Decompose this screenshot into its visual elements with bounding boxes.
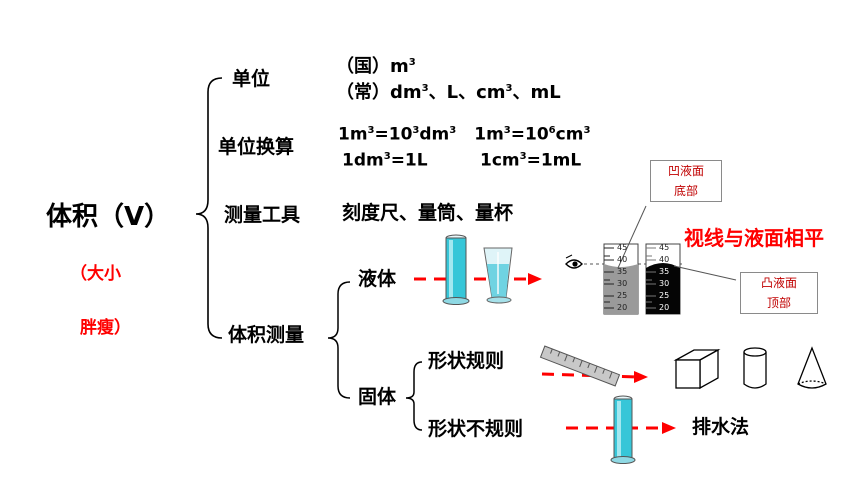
root-note-line1: （大小 bbox=[70, 264, 121, 284]
units-common-part: 、mL bbox=[512, 82, 561, 103]
solid-label: 固体 bbox=[358, 386, 397, 408]
convex-scale-icon bbox=[645, 243, 681, 315]
scale-number: 40 bbox=[659, 255, 670, 264]
units-intl-text: （国）m bbox=[336, 56, 409, 77]
units-common-sup: 3 bbox=[505, 83, 513, 94]
method-label: 排水法 bbox=[692, 416, 750, 438]
scale-number: 20 bbox=[659, 303, 670, 312]
liquid-arrow bbox=[414, 273, 542, 285]
conv-part: 1m bbox=[474, 124, 504, 145]
graduated-cylinder-icon bbox=[442, 234, 470, 305]
conv-sup: 3 bbox=[503, 125, 511, 136]
conversion-row2b: 1cm3=1mL bbox=[480, 152, 581, 170]
concave-pointer bbox=[617, 205, 647, 269]
solid-brace bbox=[405, 361, 423, 431]
conv-part: =10 bbox=[510, 124, 549, 145]
concave-callout: 凹液面 底部 bbox=[650, 160, 722, 202]
convex-pointer bbox=[673, 265, 737, 281]
convex-callout: 凸液面 顶部 bbox=[740, 272, 818, 314]
conv-sup: 3 bbox=[449, 125, 457, 136]
units-common-sup: 3 bbox=[421, 83, 429, 94]
tools-value: 刻度尺、量筒、量杯 bbox=[342, 202, 514, 224]
measuring-cup-icon bbox=[483, 247, 513, 304]
scale-number: 45 bbox=[617, 243, 628, 252]
scale-number: 30 bbox=[659, 279, 670, 288]
conv-sup: 3 bbox=[367, 125, 375, 136]
conv-part: 1m bbox=[338, 124, 368, 145]
scale-number: 25 bbox=[617, 291, 628, 300]
scale-number: 40 bbox=[617, 255, 628, 264]
scale-number: 35 bbox=[659, 267, 670, 276]
units-common-part: 、L、cm bbox=[428, 82, 506, 103]
regular-label: 形状规则 bbox=[428, 350, 505, 372]
concave-scale-icon bbox=[603, 243, 639, 315]
cone-icon bbox=[797, 346, 827, 389]
measure-label: 体积测量 bbox=[228, 324, 305, 346]
scale-number: 30 bbox=[617, 279, 628, 288]
conv-part: cm bbox=[555, 124, 584, 145]
conv-sup: 3 bbox=[583, 125, 591, 136]
tools-label: 测量工具 bbox=[224, 204, 301, 226]
conv-sup: 3 bbox=[412, 125, 420, 136]
units-label: 单位 bbox=[232, 68, 271, 90]
scale-number: 25 bbox=[659, 291, 670, 300]
units-common-part: （常）dm bbox=[336, 82, 422, 103]
units-intl: （国）m3 bbox=[336, 58, 416, 76]
conv-part: =1mL bbox=[526, 150, 582, 171]
drainage-cylinder-icon bbox=[610, 395, 636, 464]
scale-number: 45 bbox=[659, 243, 670, 252]
measure-brace bbox=[327, 281, 351, 399]
conv-sup: 3 bbox=[383, 151, 391, 162]
convex-callout-line1: 凸液面 bbox=[760, 276, 797, 290]
cube-icon bbox=[673, 348, 721, 390]
scale-number: 35 bbox=[617, 267, 628, 276]
conv-sup: 3 bbox=[519, 151, 527, 162]
conversion-row2a: 1dm3=1L bbox=[342, 152, 428, 170]
conv-part: 1dm bbox=[342, 150, 384, 171]
conversion-label: 单位换算 bbox=[218, 136, 295, 158]
conv-part: 1cm bbox=[480, 150, 520, 171]
eye-icon bbox=[565, 254, 583, 269]
units-common: （常）dm3、L、cm3、mL bbox=[336, 84, 561, 102]
scale-number: 20 bbox=[617, 303, 628, 312]
root-note-line2: 胖瘦） bbox=[80, 318, 131, 338]
conv-part: =1L bbox=[390, 150, 428, 171]
cylinder-icon bbox=[743, 347, 767, 389]
conv-part: dm bbox=[419, 124, 450, 145]
main-brace bbox=[195, 77, 223, 339]
concave-callout-line2: 底部 bbox=[673, 184, 698, 198]
sight-line-label: 视线与液面相平 bbox=[684, 226, 824, 250]
concave-callout-line1: 凹液面 bbox=[667, 164, 704, 178]
irregular-label: 形状不规则 bbox=[428, 418, 524, 440]
root-title: 体积（V） bbox=[46, 202, 171, 232]
conv-sup: 6 bbox=[548, 125, 556, 136]
convex-callout-line2: 顶部 bbox=[766, 296, 791, 310]
liquid-label: 液体 bbox=[358, 268, 397, 290]
conv-part: =10 bbox=[374, 124, 413, 145]
ruler-icon bbox=[539, 345, 621, 387]
units-intl-sup: 3 bbox=[408, 57, 416, 68]
